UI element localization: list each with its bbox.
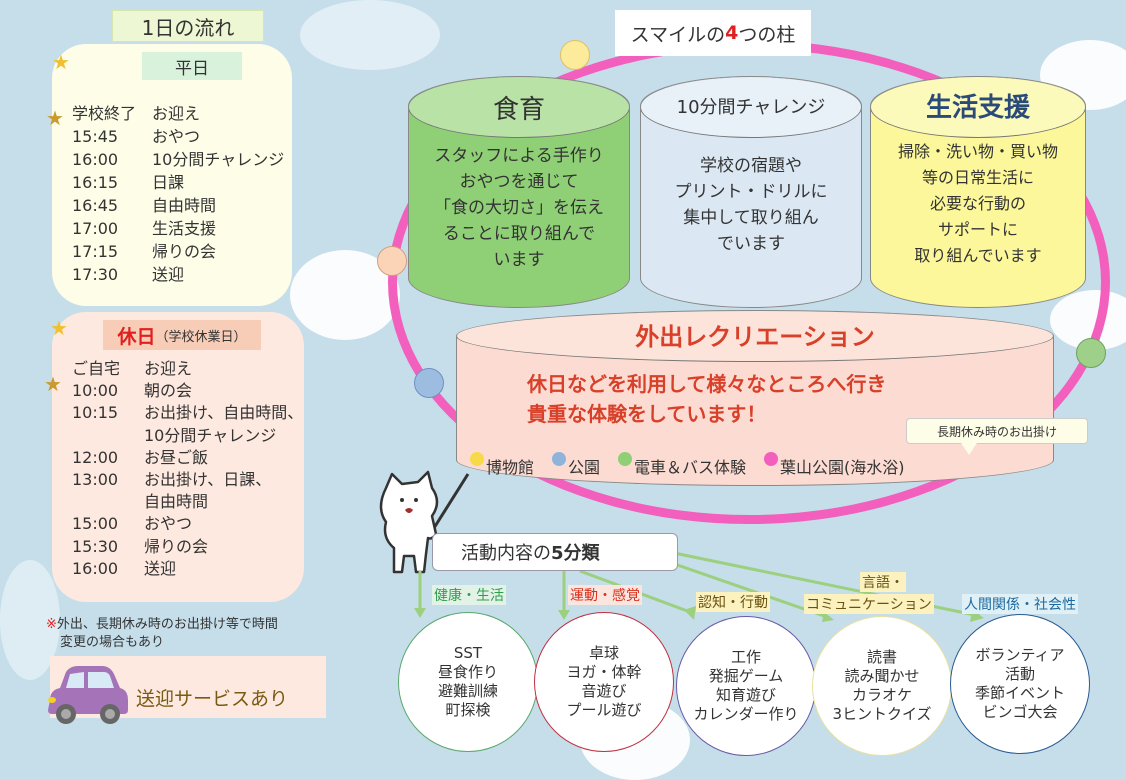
dot-icon <box>764 452 779 466</box>
star-icon: ★ <box>46 106 64 130</box>
weekday-label: 平日 <box>142 52 242 80</box>
bead-blue <box>414 368 444 398</box>
category-label-cognition: 認知・行動 <box>696 592 770 612</box>
category-circle-language: 読書 読み聞かせ カラオケ 3ヒントクイズ <box>812 616 952 756</box>
schedule-title: 1日の流れ <box>112 10 264 42</box>
pillar-10min-challenge: 10分間チャレンジ 学校の宿題や プリント・ドリルに 集中して取り組ん でいます <box>640 76 862 308</box>
dot-icon <box>470 452 484 466</box>
category-circle-cognition: 工作 発掘ゲーム 知育遊び カレンダー作り <box>676 616 816 756</box>
bead-green <box>1076 338 1106 368</box>
weekday-schedule-card <box>52 44 292 306</box>
bead-yellow <box>560 40 590 70</box>
schedule-note: ※外出、長期休み時のお出掛け等で時間 変更の場合もあり <box>46 617 278 650</box>
dot-icon <box>618 452 633 466</box>
outing-places: 博物館 公園 電車＆バス体験 葉山公園(海水浴) <box>470 452 905 478</box>
star-icon: ★ <box>50 316 68 340</box>
star-icon: ★ <box>52 50 70 74</box>
category-circle-health: SST 昼食作り 避難訓練 町探検 <box>398 612 538 752</box>
schedule-row: ご自宅お迎え <box>72 359 193 378</box>
cloud-decoration <box>300 0 440 70</box>
pillar-life-support: 生活支援 掃除・洗い物・買い物 等の日常生活に 必要な行動の サポートに 取り組… <box>870 76 1086 308</box>
star-icon: ★ <box>44 372 62 396</box>
holiday-schedule-card <box>52 312 304 602</box>
place-item: 博物館 <box>470 452 534 478</box>
car-icon <box>48 666 128 724</box>
schedule-row: 学校終了お迎え <box>72 104 201 123</box>
place-item: 葉山公園(海水浴) <box>764 452 905 478</box>
pickup-service-label: 送迎サービスあり <box>136 688 289 710</box>
pillar-outing-recreation: 外出レクリエーション 休日などを利用して様々なところへ行き 貴重な体験をしていま… <box>456 310 1054 486</box>
category-label-social: 人間関係・社会性 <box>962 594 1078 614</box>
pillar-food-education: 食育 スタッフによる手作り おやつを通じて 「食の大切さ」を伝え ることに取り組… <box>408 76 630 308</box>
holiday-label: 休日（学校休業日） <box>103 320 261 350</box>
category-label-language: コミュニケーション <box>804 594 934 614</box>
schedule-row: 自由時間 <box>144 492 209 512</box>
long-holiday-bubble: 長期休み時のお出掛け <box>906 418 1088 455</box>
cat-mascot-icon <box>379 470 470 574</box>
place-item: 公園 <box>552 452 600 478</box>
category-label-language-line1: 言語・ <box>860 572 906 592</box>
category-circle-motor: 卓球 ヨガ・体幹 音遊び プール遊び <box>534 612 674 752</box>
bead-orange <box>377 246 407 276</box>
place-item: 電車＆バス体験 <box>618 452 746 478</box>
category-circle-social: ボランティア 活動 季節イベント ビンゴ大会 <box>950 614 1090 754</box>
dot-icon <box>552 452 567 466</box>
category-label-health: 健康・生活 <box>432 585 506 605</box>
schedule-row: 10分間チャレンジ <box>144 425 277 445</box>
category-label-motor: 運動・感覚 <box>568 585 642 605</box>
